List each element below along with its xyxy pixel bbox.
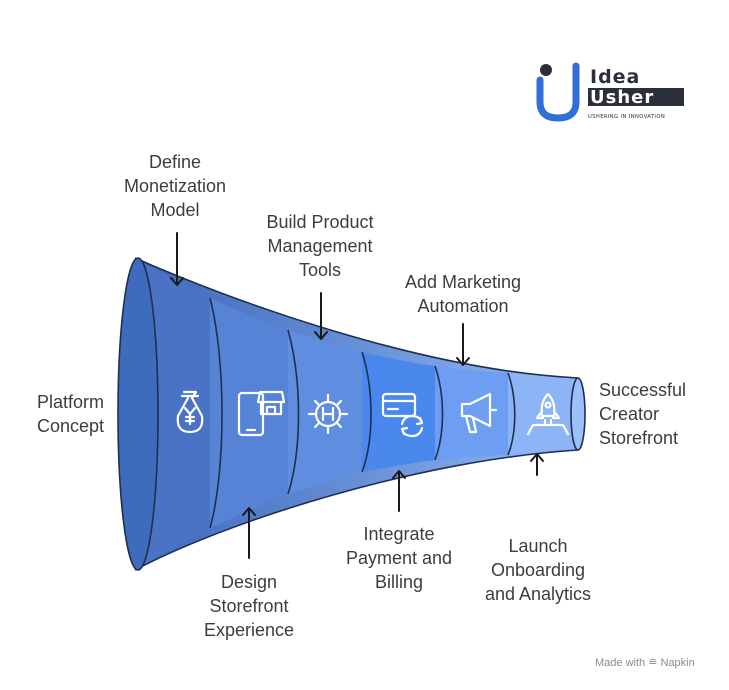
funnel-outline	[134, 257, 579, 571]
logo-dot	[540, 64, 552, 76]
stage-label-4: Integrate Payment and Billing	[330, 522, 468, 594]
logo-word-idea: Idea	[590, 66, 640, 88]
segment-6	[508, 373, 578, 455]
gear-tools-icon	[307, 393, 349, 435]
stage-1-line-1: Define	[148, 152, 202, 172]
rocket-launch-icon	[526, 392, 570, 436]
stage-6-line-2: Onboarding	[490, 560, 586, 580]
stage-3-line-3: Tools	[298, 260, 342, 280]
stage-5-line-1: Add Marketing	[404, 272, 522, 292]
divider-5	[507, 372, 516, 456]
stage-4-line-3: Billing	[374, 572, 424, 592]
end-label: Successful Creator Storefront	[599, 378, 709, 450]
arrow-stage-5	[456, 323, 470, 366]
made-with-napkin-footer: Made with ≘ Napkin	[595, 657, 695, 669]
segment-2	[210, 298, 288, 528]
start-label: Platform Concept	[20, 390, 104, 438]
arrow-stage-3	[314, 292, 328, 340]
start-label-line-2: Concept	[36, 416, 104, 436]
megaphone-icon	[460, 392, 498, 434]
logo-u-shape	[536, 62, 580, 122]
end-label-line-3: Storefront	[599, 428, 679, 448]
arrow-stage-2	[242, 507, 256, 559]
idea-usher-logo: Idea Usher USHERING IN INNOVATION	[536, 62, 684, 122]
segment-4	[362, 352, 435, 472]
segment-3	[288, 330, 362, 494]
arrow-stage-4	[392, 470, 406, 512]
divider-1	[209, 297, 223, 529]
divider-2	[287, 329, 300, 495]
stage-3-line-1: Build Product	[266, 212, 374, 232]
stage-1-line-3: Model	[150, 200, 200, 220]
segment-dividers	[134, 257, 579, 571]
segment-5	[435, 366, 508, 460]
stage-label-5: Add Marketing Automation	[388, 270, 538, 318]
stage-1-line-2: Monetization	[123, 176, 227, 196]
stage-6-line-3: and Analytics	[484, 584, 592, 604]
stage-4-line-1: Integrate	[363, 524, 435, 544]
stage-label-6: Launch Onboarding and Analytics	[470, 534, 606, 606]
credit-card-sync-icon	[381, 392, 424, 438]
arrow-stage-6	[530, 453, 544, 476]
start-label-line-1: Platform	[36, 392, 104, 412]
stage-label-3: Build Product Management Tools	[251, 210, 389, 282]
stage-3-line-2: Management	[267, 236, 373, 256]
divider-3	[361, 351, 372, 473]
funnel-end-cap	[570, 377, 586, 451]
mobile-storefront-icon	[237, 390, 286, 437]
arrow-stage-1	[170, 232, 184, 286]
stage-label-2: Design Storefront Experience	[190, 570, 308, 642]
stage-2-line-1: Design	[220, 572, 278, 592]
end-label-line-2: Creator	[599, 404, 660, 424]
stage-2-line-3: Experience	[203, 620, 295, 640]
funnel-mouth	[117, 257, 159, 571]
stage-5-line-2: Automation	[417, 296, 509, 316]
logo-tagline: USHERING IN INNOVATION	[588, 114, 665, 120]
divider-4	[434, 365, 444, 461]
stage-4-line-2: Payment and	[345, 548, 453, 568]
end-label-line-1: Successful	[599, 380, 687, 400]
stage-2-line-2: Storefront	[209, 596, 289, 616]
stage-label-1: Define Monetization Model	[110, 150, 240, 222]
money-bag-yen-icon	[176, 390, 204, 434]
stage-6-line-1: Launch	[508, 536, 568, 556]
logo-word-bar	[588, 88, 684, 106]
logo-word-usher: Usher	[590, 87, 654, 108]
